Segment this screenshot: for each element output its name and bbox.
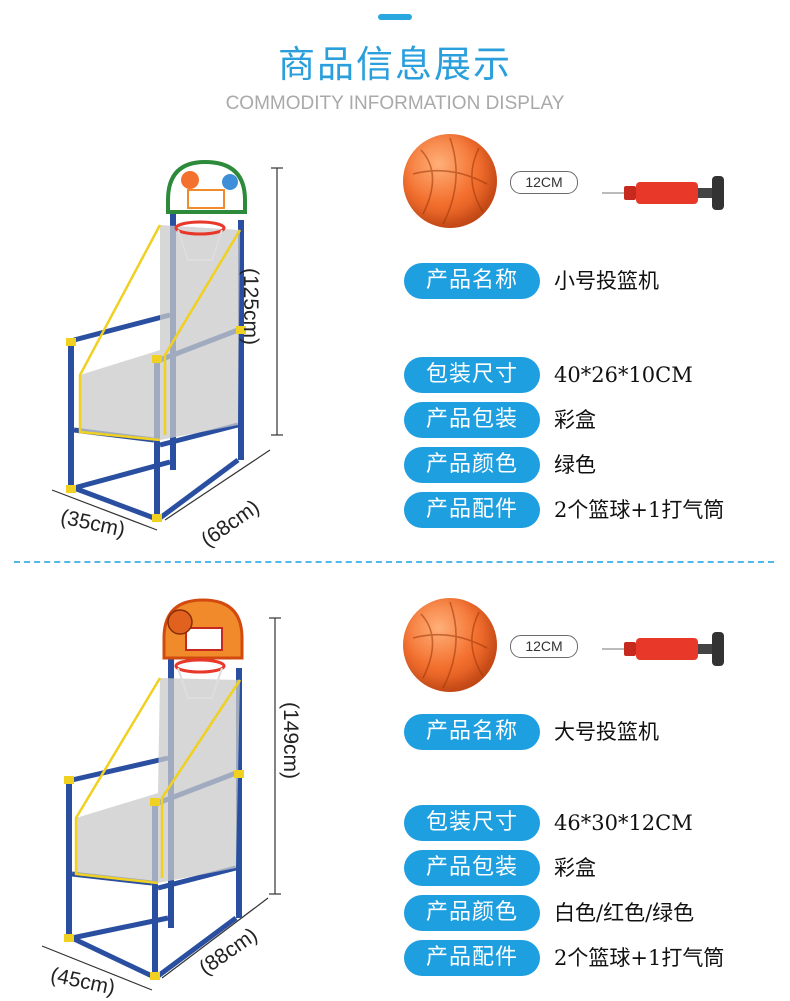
label-package-size: 包装尺寸 bbox=[404, 805, 540, 841]
label-packaging: 产品包装 bbox=[404, 850, 540, 886]
basketball-image bbox=[403, 598, 497, 692]
value-accessories: 2个篮球+1打气筒 bbox=[554, 498, 725, 522]
section-divider bbox=[14, 561, 774, 563]
value-package-size: 40*26*10CM bbox=[554, 363, 693, 387]
label-accessories: 产品配件 bbox=[404, 492, 540, 528]
label-product-name: 产品名称 bbox=[404, 263, 540, 299]
pump-image bbox=[602, 176, 724, 210]
value-color: 绿色 bbox=[554, 453, 596, 477]
ball-size-badge: 12CM bbox=[510, 635, 578, 658]
label-accessories: 产品配件 bbox=[404, 940, 540, 976]
large-hoop-illustration bbox=[41, 598, 281, 991]
small-hoop-illustration bbox=[51, 159, 283, 531]
label-color: 产品颜色 bbox=[404, 895, 540, 931]
label-color: 产品颜色 bbox=[404, 447, 540, 483]
value-packaging: 彩盒 bbox=[554, 856, 596, 880]
small-height-label: (125cm) bbox=[239, 268, 262, 346]
pump-image bbox=[602, 632, 724, 666]
value-accessories: 2个篮球+1打气筒 bbox=[554, 946, 725, 970]
value-packaging: 彩盒 bbox=[554, 408, 596, 432]
page-subtitle: COMMODITY INFORMATION DISPLAY bbox=[225, 93, 565, 114]
header-accent-bar bbox=[378, 14, 412, 20]
label-product-name: 产品名称 bbox=[404, 714, 540, 750]
value-color: 白色/红色/绿色 bbox=[554, 901, 695, 925]
value-product-name: 小号投篮机 bbox=[554, 269, 659, 293]
ball-size-badge: 12CM bbox=[510, 171, 578, 194]
label-packaging: 产品包装 bbox=[404, 402, 540, 438]
value-product-name: 大号投篮机 bbox=[554, 720, 659, 744]
large-height-label: (149cm) bbox=[279, 702, 302, 780]
basketball-image bbox=[403, 134, 497, 228]
value-package-size: 46*30*12CM bbox=[554, 811, 693, 835]
label-package-size: 包装尺寸 bbox=[404, 357, 540, 393]
page-title: 商品信息展示 bbox=[278, 43, 512, 86]
